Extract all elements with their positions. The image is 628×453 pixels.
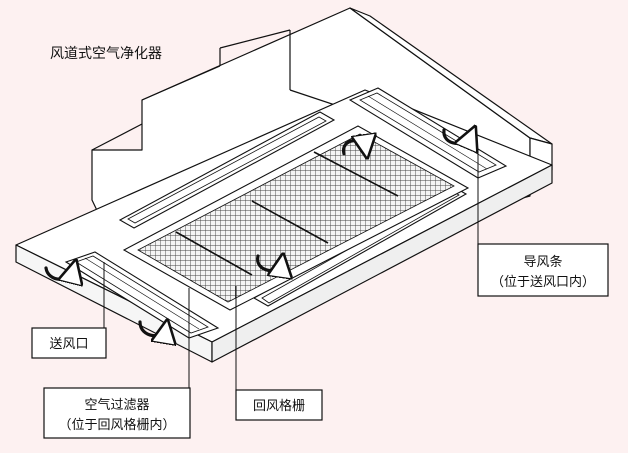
air-filter-label: 空气过滤器 <box>84 397 149 413</box>
label-return-grille: 回风格栅 <box>235 389 323 421</box>
leader-lines <box>103 152 479 390</box>
air-filter-note: （位于回风格栅内） <box>58 417 175 433</box>
label-air-filter: 空气过滤器 （位于回风格栅内） <box>43 387 191 439</box>
label-guide-strip: 导风条 （位于送风口内） <box>477 243 609 297</box>
guide-strip-label: 导风条 <box>523 254 562 270</box>
guide-strip-note: （位于送风口内） <box>491 274 595 290</box>
label-supply-outlet: 送风口 <box>31 327 107 359</box>
supply-outlet-label: 送风口 <box>49 337 88 352</box>
airflow-arrow-icon <box>44 130 472 336</box>
supply-outlet-left <box>118 111 336 229</box>
diagram-title: 风道式空气净化器 <box>50 46 162 62</box>
return-grille-label: 回风格栅 <box>253 398 305 414</box>
return-grille <box>122 125 470 311</box>
